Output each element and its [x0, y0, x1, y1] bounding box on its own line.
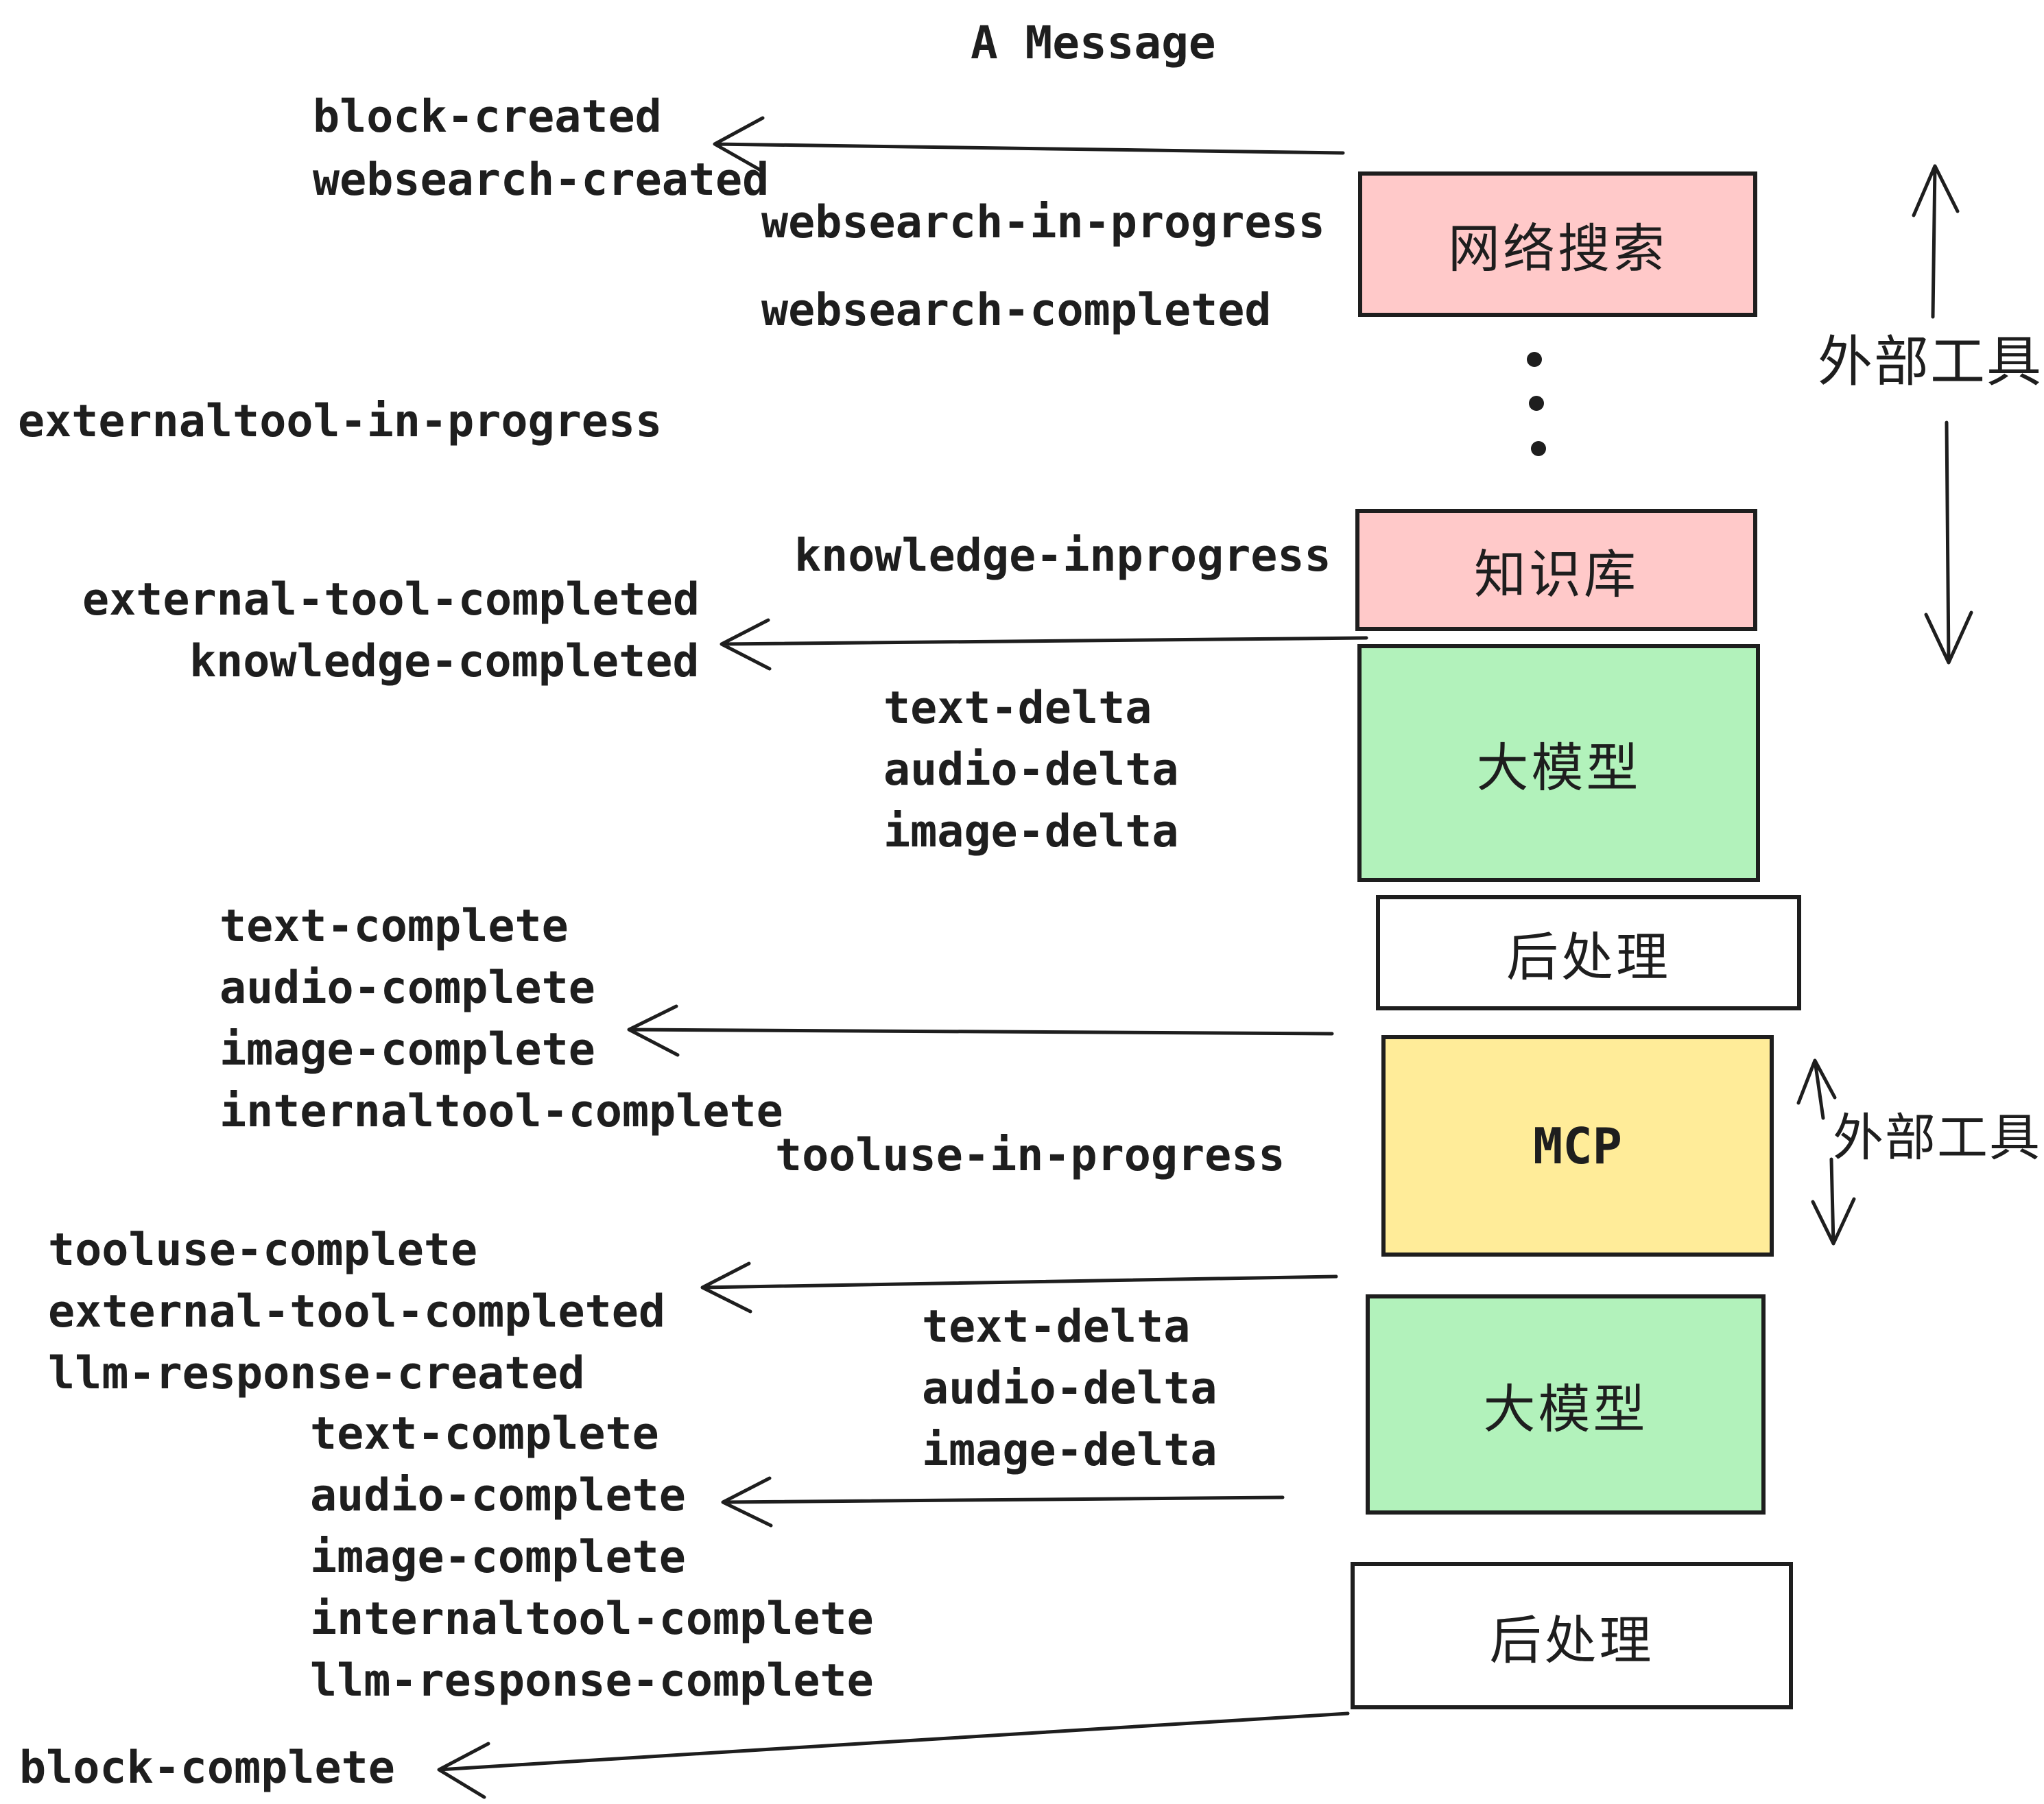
ellipsis-dot-2: [1529, 396, 1544, 411]
node-knowledge: 知识库: [1355, 509, 1757, 631]
event-label-websearch-completed: websearch-completed: [761, 285, 1272, 336]
node-knowledge-label: 知识库: [1474, 544, 1639, 605]
event-label-text-delta-2: text-delta: [922, 1301, 1191, 1353]
arrow-to-image-complete: [627, 1004, 1334, 1057]
node-postprocess-1-label: 后处理: [1506, 927, 1671, 988]
event-label-image-complete: image-complete: [219, 1024, 595, 1076]
event-label-externaltool-in-progress: externaltool-in-progress: [18, 396, 663, 447]
event-label-knowledge-inprogress: knowledge-inprogress: [794, 530, 1331, 582]
event-label-websearch-created: websearch-created: [313, 154, 770, 206]
event-label-websearch-in-progress: websearch-in-progress: [761, 197, 1325, 248]
event-label-internaltool-complete: internaltool-complete: [219, 1086, 783, 1137]
arrow-to-audio-complete: [721, 1476, 1285, 1528]
event-label-knowledge-completed: knowledge-completed: [189, 636, 700, 687]
event-label-external-tool-completed-2: external-tool-completed: [48, 1286, 666, 1338]
node-llm-1-label: 大模型: [1476, 737, 1641, 798]
external-tools-mcp-down-arrow: [1811, 1157, 1856, 1246]
ellipsis-dot-1: [1527, 352, 1542, 367]
arrow-to-block-complete: [437, 1711, 1350, 1799]
node-mcp-label: MCP: [1532, 1117, 1623, 1175]
event-label-audio-complete-2: audio-complete: [310, 1470, 686, 1521]
node-websearch: 网络搜索: [1358, 171, 1757, 317]
event-label-block-created: block-created: [313, 91, 662, 143]
event-label-llm-response-created: llm-response-created: [48, 1348, 585, 1399]
side-label-external-tools-mcp: 外部工具: [1833, 1108, 2041, 1167]
event-label-image-complete-2: image-complete: [310, 1532, 686, 1583]
event-label-image-delta-2: image-delta: [922, 1425, 1217, 1476]
event-label-audio-delta-2: audio-delta: [922, 1363, 1217, 1414]
event-label-tooluse-in-progress: tooluse-in-progress: [775, 1130, 1285, 1181]
external-tools-top-down-arrow: [1924, 420, 1973, 665]
arrow-to-knowledge-completed: [720, 618, 1368, 671]
event-label-internaltool-complete-2: internaltool-complete: [310, 1593, 874, 1645]
node-llm-2-label: 大模型: [1483, 1378, 1648, 1440]
event-label-text-delta: text-delta: [883, 683, 1152, 734]
node-websearch-label: 网络搜索: [1448, 218, 1667, 279]
ellipsis-dot-3: [1531, 441, 1546, 456]
event-label-audio-complete: audio-complete: [219, 962, 595, 1014]
external-tools-mcp-up-arrow: [1796, 1058, 1837, 1120]
external-tools-top-up-arrow: [1912, 164, 1960, 319]
node-mcp: MCP: [1381, 1035, 1774, 1257]
event-label-tooluse-complete: tooluse-complete: [48, 1224, 478, 1276]
event-label-audio-delta: audio-delta: [883, 744, 1179, 796]
node-postprocess-2: 后处理: [1351, 1562, 1793, 1709]
node-postprocess-2-label: 后处理: [1489, 1609, 1654, 1671]
side-label-external-tools-top: 外部工具: [1818, 330, 2043, 394]
event-label-text-complete: text-complete: [219, 901, 569, 952]
diagram-title: A Message: [971, 16, 1216, 69]
node-postprocess-1: 后处理: [1376, 895, 1801, 1010]
event-label-image-delta: image-delta: [883, 806, 1179, 857]
event-label-block-complete: block-complete: [19, 1742, 395, 1794]
event-label-external-tool-completed: external-tool-completed: [82, 574, 700, 626]
event-label-llm-response-complete: llm-response-complete: [310, 1655, 874, 1707]
arrow-to-websearch-created: [713, 116, 1345, 174]
event-label-text-complete-2: text-complete: [310, 1408, 659, 1460]
node-llm-1: 大模型: [1357, 644, 1760, 882]
node-llm-2: 大模型: [1366, 1294, 1766, 1515]
